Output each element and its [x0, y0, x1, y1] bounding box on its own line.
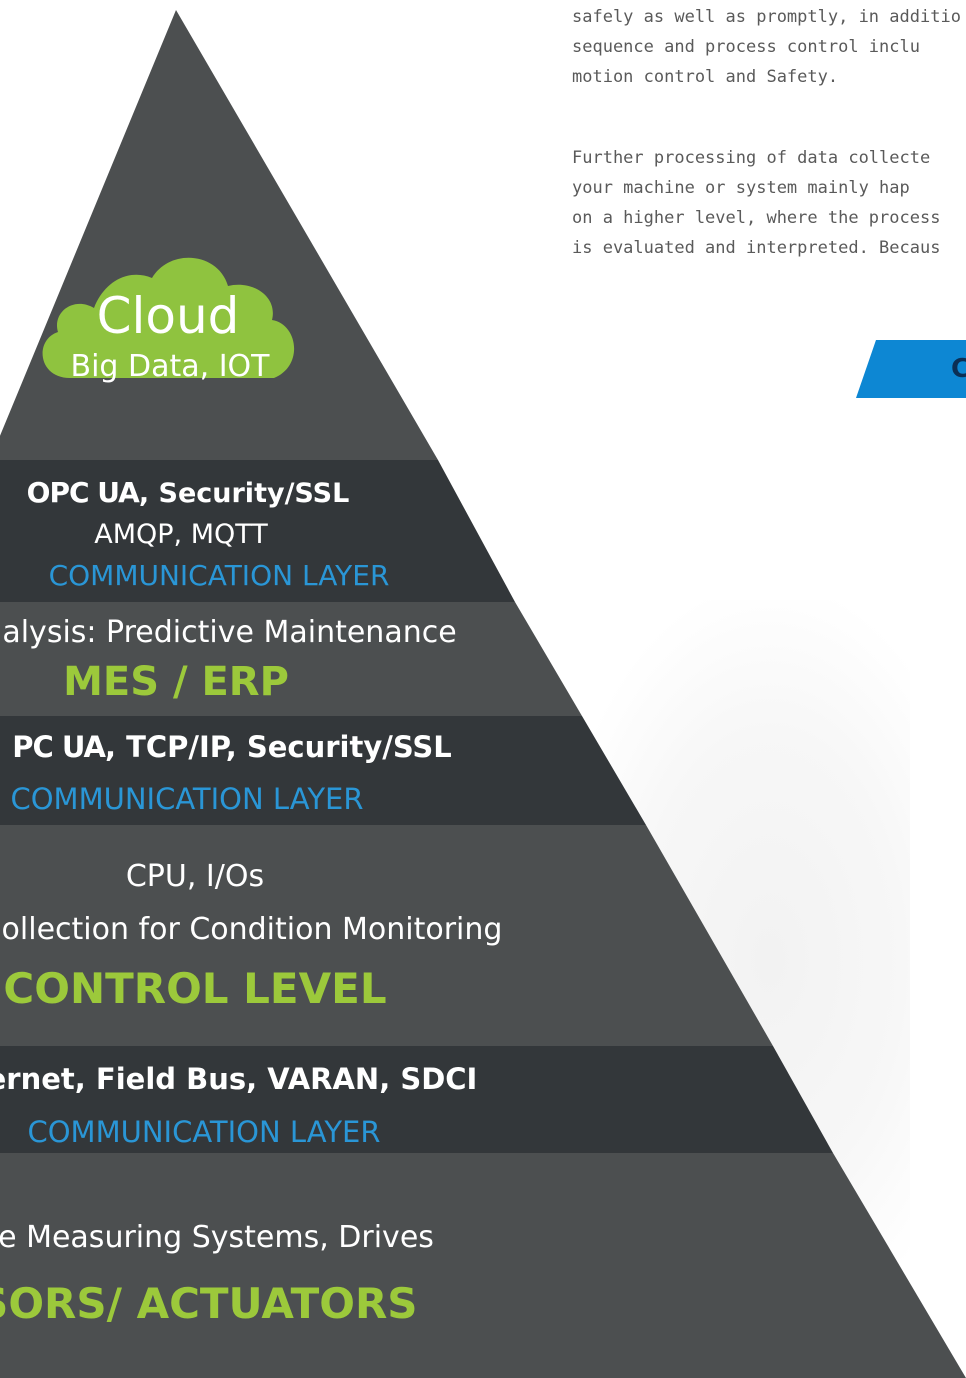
opc-ua-logo: OPC UA: [26, 476, 140, 509]
paragraph-line: is evaluated and interpreted. Becaus: [572, 238, 941, 258]
pyramid-tier-cloud: [0, 10, 438, 460]
pyramid-tier-comm-mid: [0, 716, 646, 825]
cta-label: C: [951, 354, 966, 384]
comm-bottom-line1: ernet, Field Bus, VARAN, SDCI: [0, 1062, 478, 1096]
pyramid-tier-sensors: [0, 1153, 966, 1378]
cloud-title: Cloud: [96, 287, 240, 345]
pyramid-tier-control: [0, 825, 773, 1046]
comm-mid-line1: PC UA, TCP/IP, Security/SSL: [12, 727, 452, 767]
pyramid-tier-mes: [0, 602, 582, 716]
cloud-subtitle: Big Data, IOT: [70, 349, 270, 384]
cloud-icon: [42, 257, 295, 378]
control-line2: ollection for Condition Monitoring: [1, 912, 503, 947]
comm-top-protocols: , Security/SSL: [138, 478, 350, 509]
paragraph-line: sequence and process control inclu: [572, 37, 920, 57]
cta-button[interactable]: C: [856, 340, 966, 398]
comm-top-layer-label: COMMUNICATION LAYER: [48, 559, 390, 592]
pyramid-tier-comm-top: [0, 460, 515, 602]
sensors-title: ISORS/ ACTUATORS: [0, 1279, 418, 1328]
pyramid-tier-comm-bottom: [0, 1046, 833, 1153]
paragraph-line: safely as well as promptly, in additio: [572, 7, 961, 27]
opc-ua-logo: PC UA: [12, 730, 106, 764]
comm-top-line1: OPC UA, Security/SSL: [27, 475, 350, 512]
paragraph-2: Further processing of data collecte your…: [572, 143, 966, 263]
comm-mid-protocols: , TCP/IP, Security/SSL: [104, 730, 452, 764]
paragraph-line: Further processing of data collecte: [572, 148, 931, 168]
mes-title: MES / ERP: [63, 659, 289, 705]
comm-bottom-layer-label: COMMUNICATION LAYER: [27, 1115, 381, 1149]
paragraph-line: your machine or system mainly hap: [572, 178, 910, 198]
comm-mid-layer-label: COMMUNICATION LAYER: [10, 782, 364, 816]
control-line1: CPU, I/Os: [125, 859, 265, 894]
mes-line1: nalysis: Predictive Maintenance: [0, 615, 457, 650]
paragraph-1: safely as well as promptly, in additio s…: [572, 2, 966, 92]
sensors-line1: e Measuring Systems, Drives: [0, 1220, 434, 1255]
control-title: CONTROL LEVEL: [3, 964, 387, 1013]
paragraph-line: on a higher level, where the process: [572, 208, 941, 228]
paragraph-line: motion control and Safety.: [572, 67, 839, 87]
comm-top-line2: AMQP, MQTT: [94, 519, 268, 550]
